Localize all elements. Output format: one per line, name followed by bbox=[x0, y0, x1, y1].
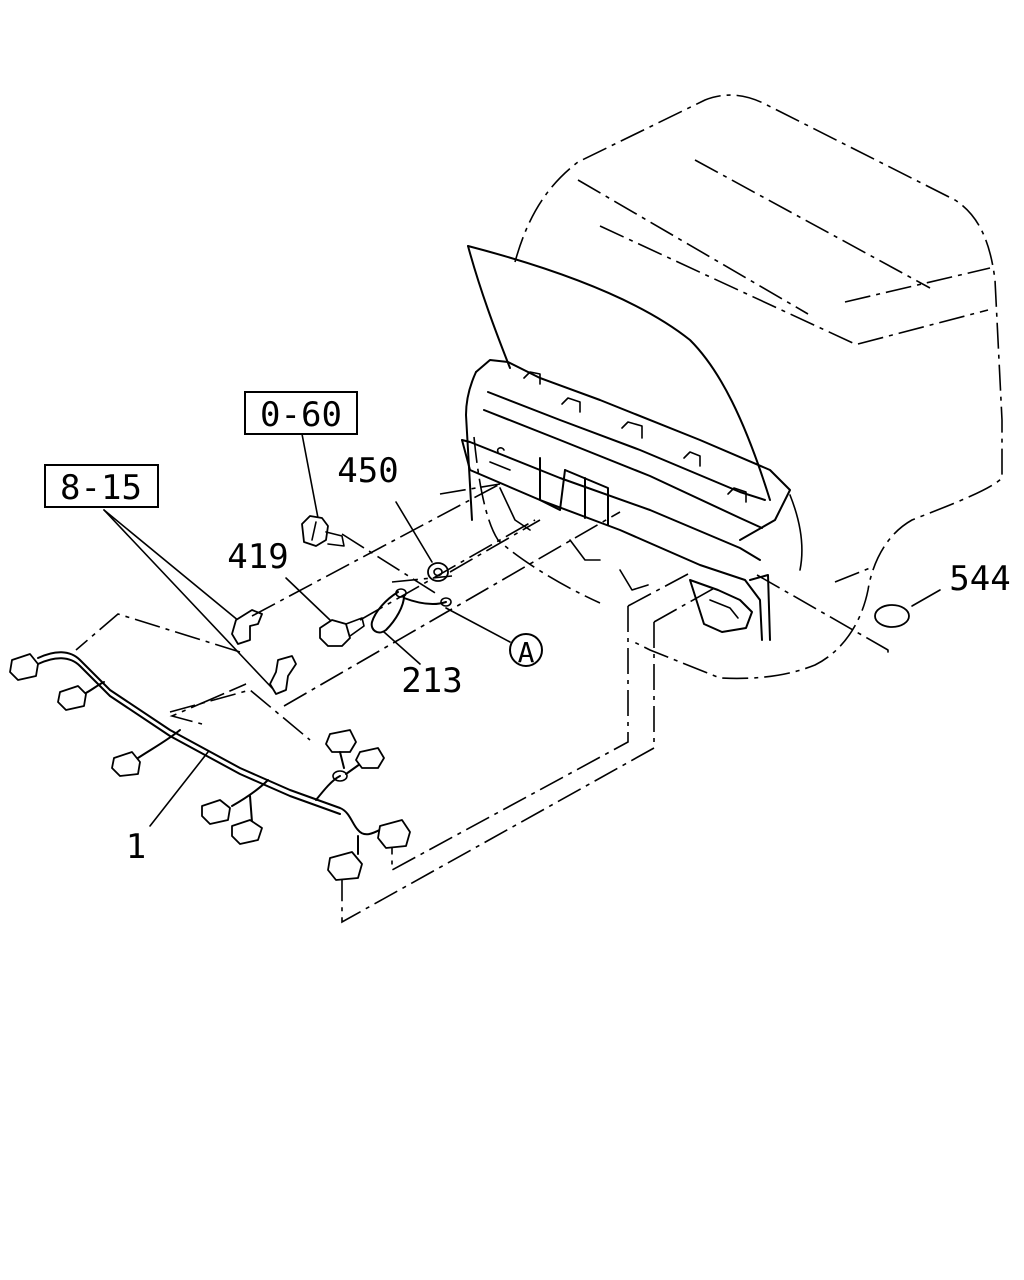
part-number-213: 213 bbox=[401, 661, 462, 701]
part-213-ground-strap bbox=[370, 588, 452, 634]
reference-label-0-60: 0-60 bbox=[260, 395, 342, 435]
leader-view-marker bbox=[445, 607, 511, 643]
part-1-wiring-harness bbox=[9, 651, 411, 881]
leader-8-15-upper bbox=[103, 509, 246, 627]
part-419-bolt bbox=[319, 617, 365, 647]
part-number-419: 419 bbox=[227, 537, 288, 577]
reference-box-8-15 bbox=[44, 464, 159, 508]
reference-box-0-60 bbox=[244, 391, 358, 435]
clip-part-lower bbox=[269, 655, 297, 695]
leader-419 bbox=[285, 577, 331, 621]
view-marker-label: A bbox=[518, 636, 535, 669]
hood-panel bbox=[467, 245, 803, 571]
leader-544 bbox=[911, 589, 941, 607]
leader-1 bbox=[149, 751, 209, 827]
leader-0-60 bbox=[301, 433, 319, 519]
reference-label-8-15: 8-15 bbox=[60, 468, 142, 508]
leader-8-15-lower bbox=[103, 509, 273, 689]
front-grille-panel bbox=[461, 359, 791, 641]
part-number-1: 1 bbox=[126, 827, 146, 867]
bolt-part-0-60 bbox=[301, 515, 345, 547]
view-marker-circle bbox=[509, 633, 543, 667]
part-number-450: 450 bbox=[337, 451, 398, 491]
part-number-544: 544 bbox=[949, 559, 1010, 599]
guide-544 bbox=[756, 574, 889, 651]
part-544-plug bbox=[874, 604, 910, 628]
cab-body-outline bbox=[473, 94, 1003, 680]
assembly-guide-lines bbox=[75, 483, 719, 924]
leader-213 bbox=[383, 631, 421, 665]
clip-part-upper bbox=[231, 609, 263, 645]
leader-450 bbox=[395, 501, 433, 563]
